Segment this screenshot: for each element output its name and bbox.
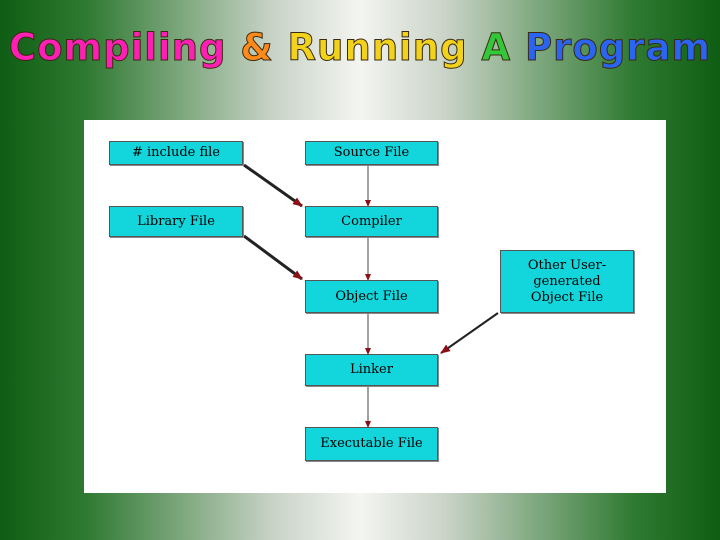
title-word-compiling: Compiling xyxy=(8,26,227,70)
arrow-other-object-to-linker xyxy=(440,312,499,354)
node-other-user-object-file: Other User-generated Object File xyxy=(500,250,634,313)
slide-title: Compiling & Running A Program xyxy=(0,26,720,70)
node-linker: Linker xyxy=(305,354,438,386)
node-include-file: # include file xyxy=(109,141,243,165)
title-word-a: A xyxy=(481,26,512,70)
node-compiler: Compiler xyxy=(305,206,438,237)
arrow-layer xyxy=(243,163,499,428)
node-source-file: Source File xyxy=(305,141,438,165)
node-executable-file: Executable File xyxy=(305,427,438,461)
node-object-file: Object File xyxy=(305,280,438,313)
arrow-library-to-object xyxy=(243,234,303,281)
node-library-file: Library File xyxy=(109,206,243,237)
arrow-include-to-compiler xyxy=(243,163,303,208)
diagram-panel: # include file Source File Library File … xyxy=(84,120,666,493)
title-word-program: Program xyxy=(524,26,712,70)
title-word-ampersand: & xyxy=(240,26,274,70)
title-word-running: Running xyxy=(287,26,468,70)
